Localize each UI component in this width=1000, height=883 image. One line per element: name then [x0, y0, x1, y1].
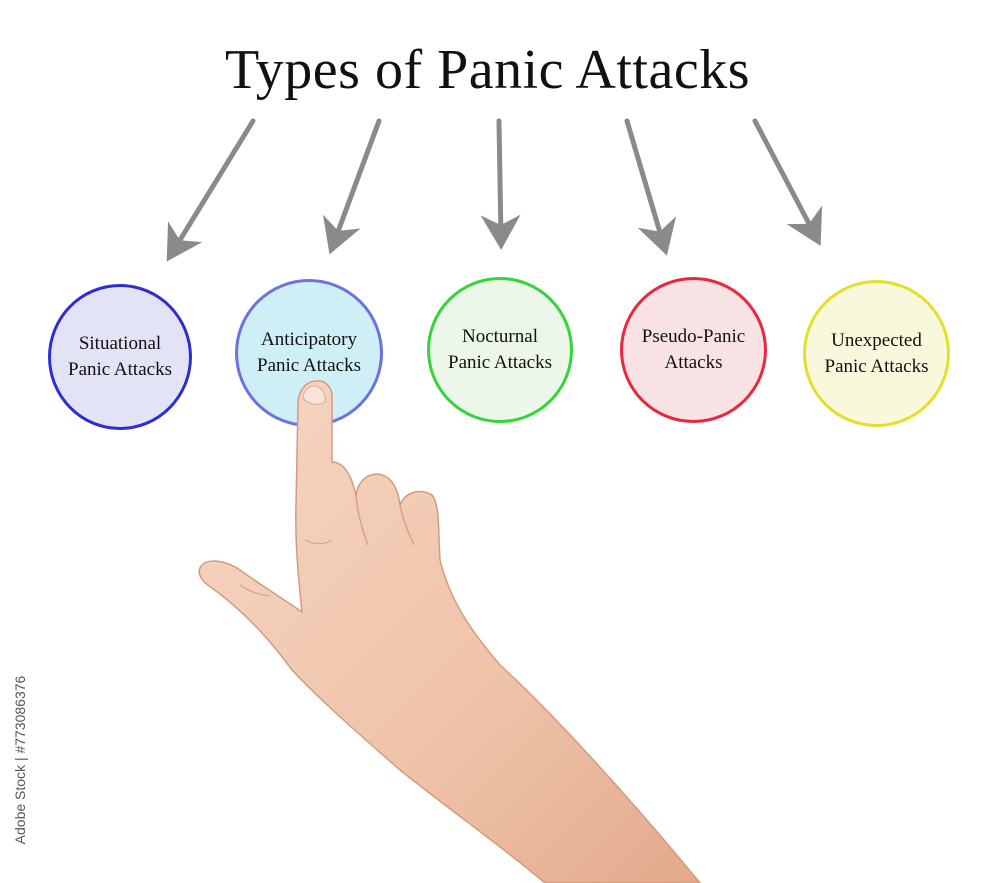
circle-label-line1: Anticipatory	[260, 329, 357, 350]
circle-pseudo-panic-attacks: Pseudo-Panic Attacks	[620, 277, 767, 423]
circle-label-line2: Panic Attacks	[68, 359, 172, 380]
circle-label-line2: Attacks	[664, 352, 723, 373]
circle-label-line1: Unexpected	[831, 329, 922, 351]
circle-unexpected-panic-attacks: Unexpected Panic Attacks	[803, 280, 950, 427]
circle-situational-panic-attacks: Situational Panic Attacks	[48, 284, 192, 430]
arrow-unexpected	[752, 118, 823, 246]
circle-label-line2: Panic Attacks	[824, 355, 929, 377]
circle-label-line2: Panic Attacks	[448, 352, 552, 373]
stock-id-watermark: Adobe Stock | #773086376	[8, 650, 32, 870]
stock-id-text: Adobe Stock | #773086376	[12, 675, 28, 845]
arrow-situational	[166, 118, 256, 262]
circle-label-line1: Pseudo-Panic	[641, 326, 746, 347]
circle-label-line1: Situational	[78, 333, 162, 354]
arrow-nocturnal	[480, 118, 521, 250]
arrow-anticipatory	[322, 118, 382, 255]
circle-nocturnal-panic-attacks: Nocturnal Panic Attacks	[427, 277, 573, 423]
arrow-pseudo-panic	[624, 118, 677, 256]
circle-label-line1: Nocturnal	[462, 326, 538, 347]
circle-label-line2: Panic Attacks	[257, 355, 361, 376]
diagram-title: Types of Panic Attacks	[225, 39, 750, 101]
